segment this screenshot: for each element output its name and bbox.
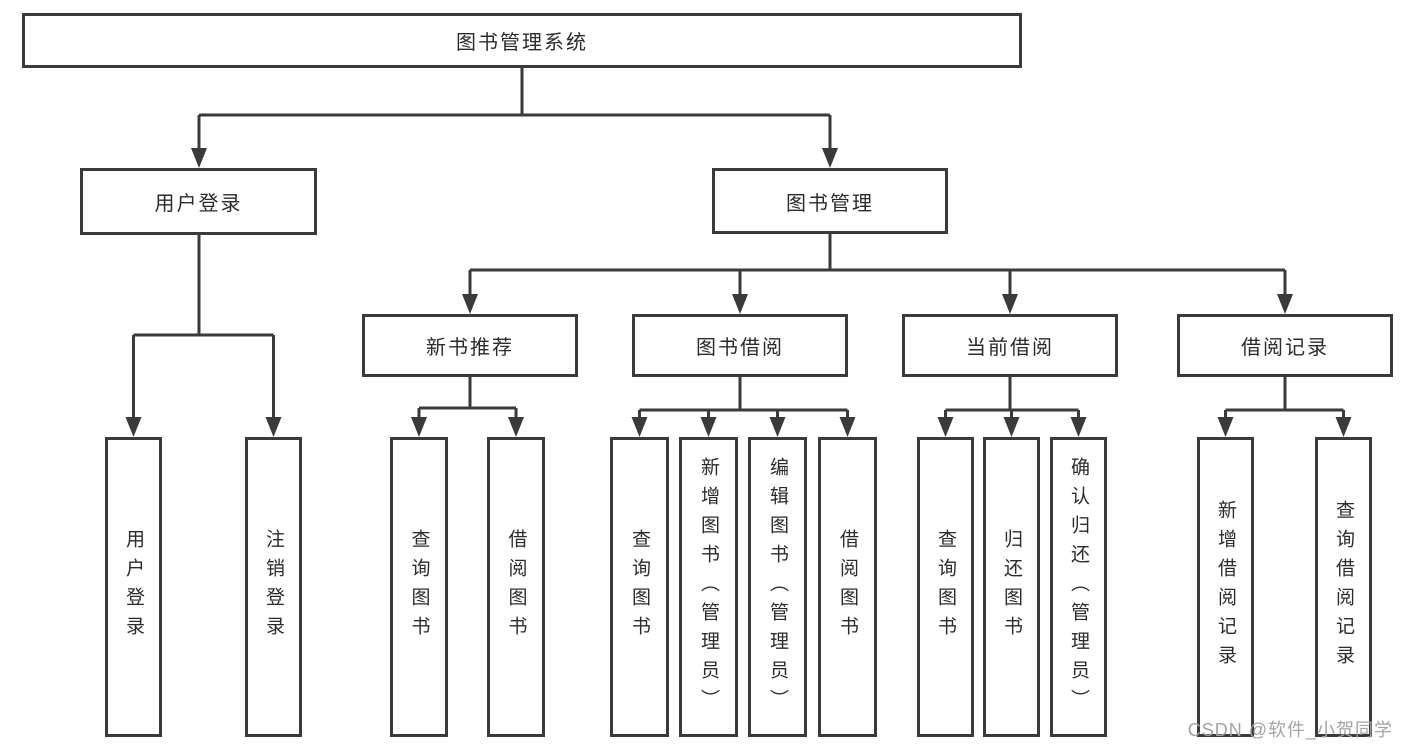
node-label: 图书管理: [786, 192, 874, 215]
node-label: 用户登录: [123, 529, 144, 645]
node-confirm-return-admin: 确认归还（管理员）: [1050, 437, 1107, 737]
node-new-book-recommendation: 新书推荐: [362, 314, 578, 377]
node-label: 编辑图书（管理员）: [767, 456, 788, 718]
node-borrow-books-recommend: 借阅图书: [487, 437, 545, 737]
node-query-borrow-record: 查询借阅记录: [1315, 437, 1372, 737]
node-label: 图书借阅: [696, 337, 784, 359]
node-label: 查询图书: [935, 529, 956, 645]
node-query-books-recommend: 查询图书: [390, 437, 448, 737]
node-label: 新增借阅记录: [1215, 500, 1236, 674]
node-label: 查询借阅记录: [1333, 500, 1354, 674]
node-query-books-current: 查询图书: [917, 437, 974, 737]
node-logout: 注销登录: [245, 437, 302, 737]
node-label: 借阅图书: [837, 529, 858, 645]
node-query-books-borrow: 查询图书: [610, 437, 669, 737]
node-add-borrow-record: 新增借阅记录: [1197, 437, 1254, 737]
node-user-login-leaf: 用户登录: [105, 437, 162, 737]
node-user-login: 用户登录: [80, 168, 317, 235]
node-label: 归还图书: [1001, 529, 1022, 645]
node-label: 借阅记录: [1241, 337, 1329, 359]
node-edit-book-admin: 编辑图书（管理员）: [748, 437, 807, 737]
node-book-management: 图书管理: [712, 168, 948, 234]
node-label: 确认归还（管理员）: [1068, 456, 1089, 718]
node-label: 新增图书（管理员）: [698, 456, 719, 718]
node-borrow-books: 借阅图书: [818, 437, 877, 737]
node-current-borrowing: 当前借阅: [902, 314, 1118, 377]
node-library-management-system: 图书管理系统: [22, 13, 1022, 68]
node-label: 注销登录: [263, 529, 284, 645]
node-label: 新书推荐: [426, 337, 514, 359]
node-return-book: 归还图书: [983, 437, 1040, 737]
node-book-borrowing: 图书借阅: [632, 314, 848, 377]
node-add-book-admin: 新增图书（管理员）: [679, 437, 738, 737]
csdn-watermark: CSDN @软件_小贺同学: [1187, 720, 1393, 740]
node-label: 图书管理系统: [456, 32, 588, 54]
node-label: 借阅图书: [505, 529, 527, 645]
node-label: 用户登录: [154, 193, 243, 215]
node-label: 查询图书: [629, 529, 650, 645]
node-label: 当前借阅: [966, 337, 1054, 359]
node-borrowing-records: 借阅记录: [1177, 314, 1393, 377]
node-label: 查询图书: [408, 529, 430, 645]
